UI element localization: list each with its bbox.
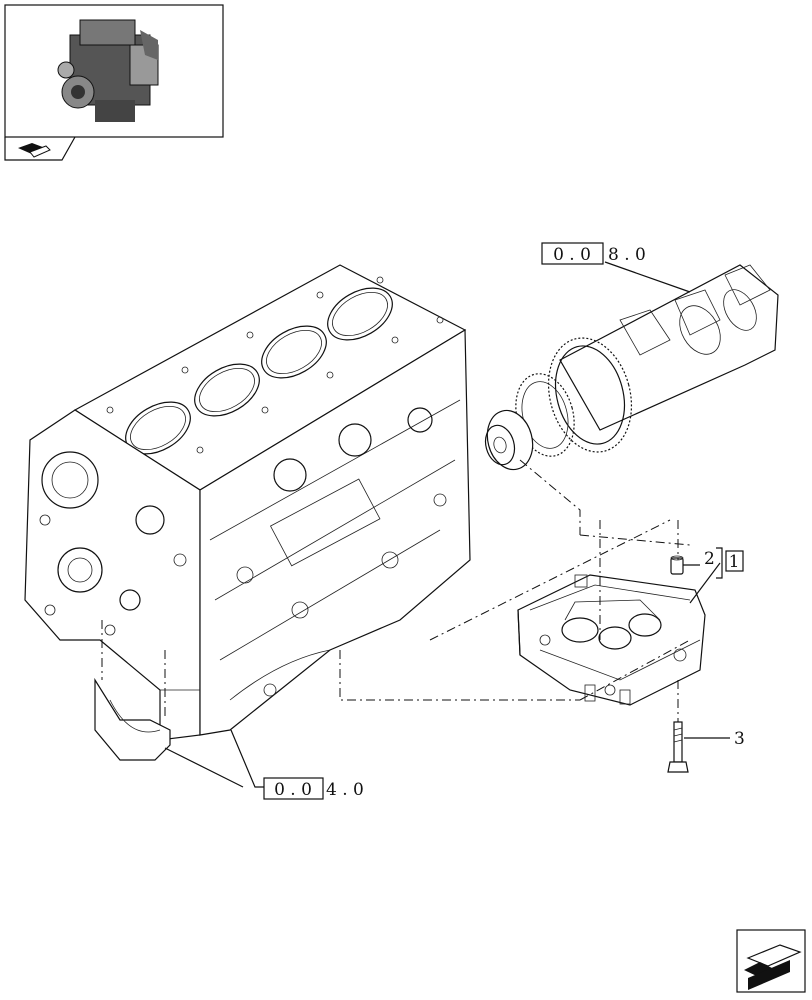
alignment-line (579, 639, 691, 701)
bracket-line (716, 547, 723, 579)
engine-block (24, 264, 471, 761)
callout-1: 1 (729, 552, 740, 572)
alignment-line (579, 534, 691, 546)
crankshaft (484, 264, 779, 471)
alignment-line (429, 519, 671, 641)
alignment-line (519, 459, 581, 535)
bolt (667, 721, 689, 773)
callout-3: 3 (734, 729, 745, 749)
crankshaft-ref-boxed: 0 . 0 (553, 245, 591, 265)
leader-line (164, 747, 244, 788)
block-ref-label[interactable]: 0 . 0 4 . 0 (263, 777, 364, 800)
callout-2: 2 (704, 549, 715, 569)
crankshaft-ref-rest: 8 . 0 (608, 245, 646, 265)
balancer-unit (517, 574, 706, 706)
callout-1-box (725, 550, 744, 572)
leader-line (230, 729, 265, 788)
next-page-arrow-icon[interactable] (736, 929, 806, 993)
engine-thumbnail-icon (57, 19, 159, 122)
dowel-pin (670, 555, 684, 575)
book-arrow-icon (18, 143, 51, 158)
crankshaft-ref-label[interactable]: 0 . 0 8 . 0 (541, 242, 646, 265)
block-ref-rest: 4 . 0 (326, 780, 364, 800)
block-ref-boxed: 0 . 0 (274, 780, 312, 800)
leader-line (689, 562, 721, 604)
leader-line (604, 261, 691, 293)
alignment-line (339, 650, 580, 701)
thumbnail-panel[interactable] (4, 4, 224, 161)
